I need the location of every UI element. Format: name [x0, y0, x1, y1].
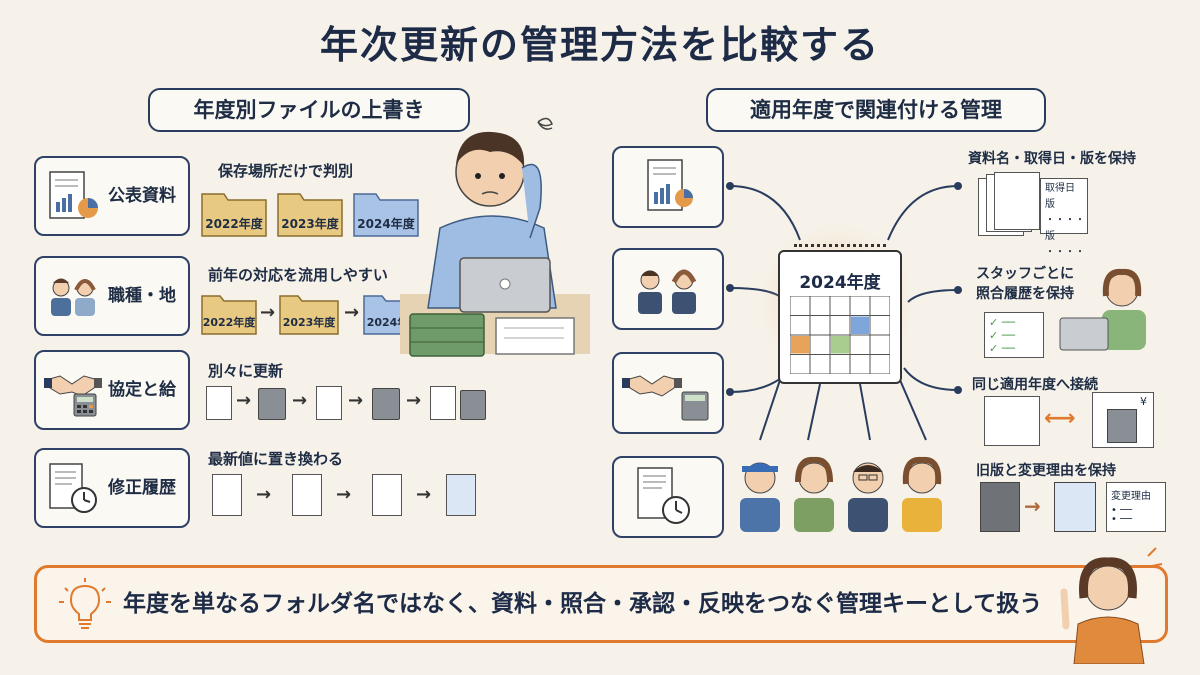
arrow: → — [348, 390, 364, 411]
note-staff-history: スタッフごとに 照合履歴を保持 — [976, 266, 1074, 302]
category-job-region: 職種・地域 — [34, 256, 190, 382]
handshake-calculator-icon — [44, 375, 102, 417]
document-chart-icon — [994, 172, 1040, 230]
folder-label: 2022年度 — [202, 316, 256, 329]
calendar-grid — [790, 296, 890, 374]
salary-calculator-icon: ¥ — [1092, 392, 1154, 448]
document-icon — [206, 386, 232, 420]
change-reason-note: 変更理由 • ──• ── — [1106, 482, 1166, 532]
presenter-woman-illustration — [1060, 547, 1163, 664]
folder-2023: 2023年度 — [278, 290, 340, 336]
calculator-icon — [372, 388, 400, 420]
category-label: 修正履歴 — [108, 478, 176, 498]
doc-tag: 取得日 版 ・・・・ 版 ・・・・ — [1040, 178, 1088, 258]
category-revision-history: 修正履歴 — [34, 448, 190, 528]
folder-label: 2023年度 — [282, 316, 336, 329]
calendar-year-label: 2024年度 — [799, 273, 881, 293]
report-chart-icon — [49, 171, 98, 219]
arrow: → — [416, 484, 432, 505]
latest-document-icon — [446, 474, 476, 516]
document-icon — [372, 474, 402, 516]
page-title: 年次更新の管理方法を比較する — [319, 23, 880, 67]
handshake-calculator-icon — [622, 375, 709, 421]
change-reason-label: 変更理由 — [1111, 491, 1151, 502]
old-version-document-icon — [980, 482, 1020, 532]
confused-worker-illustration — [400, 117, 590, 357]
new-version-document-icon — [1054, 482, 1096, 532]
staff-avatars — [740, 456, 942, 532]
folder-2024: 2024年度 — [352, 186, 420, 238]
doc-tag-line: 版 ・・・・ — [1045, 199, 1085, 226]
report-chart-icon — [647, 159, 693, 211]
arrow: → — [236, 390, 252, 411]
folder-row-1: 2022年度 2023年度 2024年度 — [200, 186, 450, 242]
separate-update-chain: → → → → — [206, 384, 506, 424]
bidirectional-arrow-icon: ⟷ — [1044, 406, 1076, 431]
calculator-icon — [460, 390, 486, 420]
linked-revision-box — [612, 456, 724, 538]
left-heading: 年度別ファイルの上書き — [148, 88, 470, 132]
document-icon — [316, 386, 342, 420]
folder-2023: 2023年度 — [276, 186, 344, 238]
category-public-docs: 公表資料 — [34, 156, 190, 236]
note-same-year: 同じ適用年度へ接続 — [972, 377, 1098, 393]
category-label: 公表資料 — [108, 186, 176, 206]
document-icon — [292, 474, 322, 516]
key-message-banner: 年度を単なるフォルダ名ではなく、資料・照合・承認・反映をつなぐ管理キーとして扱う — [34, 565, 1168, 643]
arrow: → — [336, 484, 352, 505]
folder-label: 2022年度 — [205, 217, 263, 231]
key-message-text: 年度を単なるフォルダ名ではなく、資料・照合・承認・反映をつなぐ管理キーとして扱う — [123, 591, 1043, 617]
calendar: 2024年度 — [778, 244, 902, 384]
arrow: → — [292, 390, 308, 411]
staff-with-laptop-illustration — [1059, 268, 1146, 351]
category-agreement-salary: 協定と給与 — [34, 350, 190, 476]
checklist-icon: ✓ ──✓ ──✓ ── — [984, 312, 1044, 358]
folder-label: 2023年度 — [281, 217, 339, 231]
linked-public-docs-box — [612, 146, 724, 228]
document-icon — [212, 474, 242, 516]
doc-tag-line: 版 ・・・・ — [1045, 231, 1085, 258]
linked-agreement-box — [612, 352, 724, 434]
arrow: → — [344, 302, 360, 323]
two-people-icon — [638, 269, 697, 314]
caption-storage-location: 保存場所だけで判別 — [218, 162, 354, 180]
calculator-icon — [258, 388, 286, 420]
handshake-document-icon — [984, 396, 1040, 446]
note-doc-metadata: 資料名・取得日・版を保持 — [968, 151, 1136, 167]
folder-2022: 2022年度 — [200, 290, 258, 336]
overwrite-chain: → → → — [212, 472, 502, 522]
connector-lines — [726, 182, 962, 441]
note-old-version-reason: 旧版と変更理由を保持 — [976, 463, 1116, 479]
right-heading: 適用年度で関連付ける管理 — [706, 88, 1046, 132]
arrow: → — [260, 302, 276, 323]
caption-separate-updates: 別々に更新 — [208, 362, 284, 380]
lightbulb-icon — [59, 578, 111, 629]
arrow: → — [256, 484, 272, 505]
doc-version-stack: 取得日 版 ・・・・ 版 ・・・・ — [978, 172, 1088, 258]
doc-tag-line: 取得日 — [1045, 183, 1075, 194]
arrow: → — [406, 390, 422, 411]
caption-reuse-previous: 前年の対応を流用しやすい — [208, 266, 388, 284]
document-icon — [430, 386, 456, 420]
two-people-icon — [51, 278, 96, 316]
folder-2022: 2022年度 — [200, 186, 268, 238]
document-clock-icon — [49, 463, 97, 513]
document-clock-icon — [637, 467, 690, 524]
caption-overwrite-latest: 最新値に置き換わる — [208, 450, 344, 468]
calendar-rings — [794, 244, 886, 261]
arrow: → — [1024, 494, 1041, 518]
yen-sign: ¥ — [1140, 395, 1147, 408]
linked-staff-box — [612, 248, 724, 330]
folder-label: 2024年度 — [357, 217, 415, 231]
